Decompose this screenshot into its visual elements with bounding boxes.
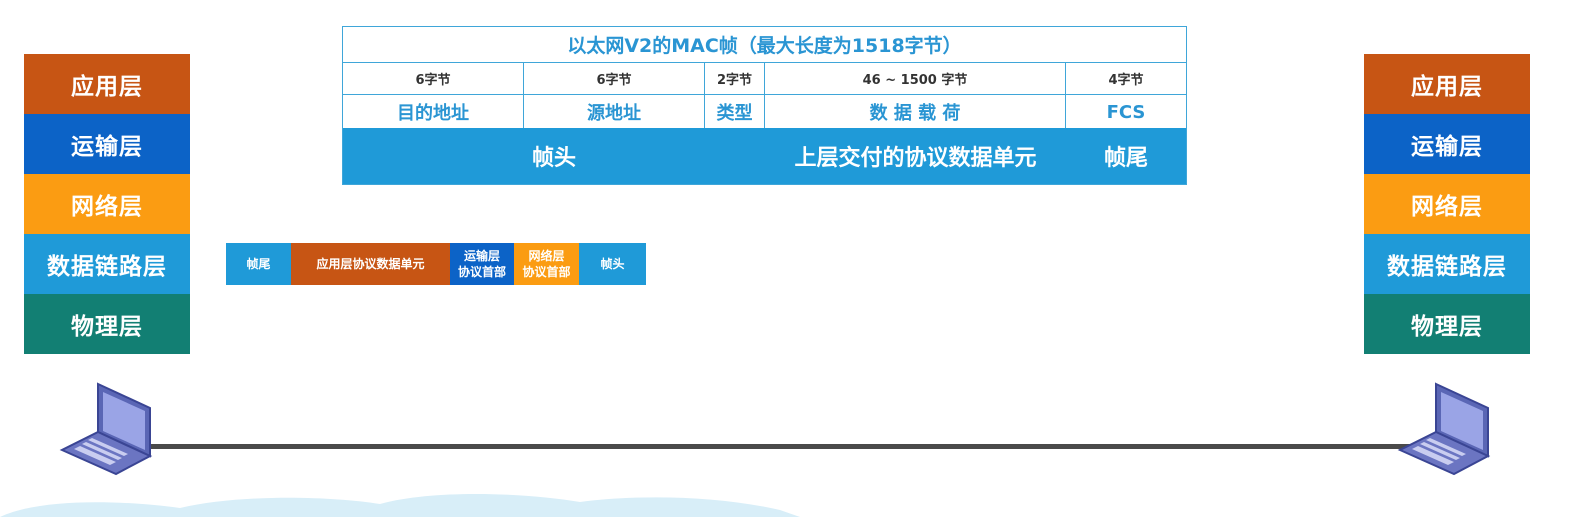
decorative-clouds xyxy=(0,494,800,517)
strip-frame-trailer: 帧尾 xyxy=(226,243,291,285)
right-application-layer: 应用层 xyxy=(1364,54,1530,114)
field-payload: 数 据 载 荷 xyxy=(765,95,1066,129)
field-type: 类型 xyxy=(705,95,765,129)
laptop-icon xyxy=(58,378,158,478)
strip-application-pdu: 应用层协议数据单元 xyxy=(291,243,450,285)
left-datalink-layer: 数据链路层 xyxy=(24,234,190,294)
size-type: 2字节 xyxy=(705,63,765,94)
strip-transport-header-line1: 运输层 xyxy=(463,249,500,263)
left-physical-layer: 物理层 xyxy=(24,294,190,354)
right-network-layer: 网络层 xyxy=(1364,174,1530,234)
band-frame-header: 帧头 xyxy=(531,146,576,171)
field-name-row: 目的地址 源地址 类型 数 据 载 荷 FCS xyxy=(343,95,1186,129)
transmission-link xyxy=(140,444,1430,449)
field-size-row: 6字节 6字节 2字节 46 ~ 1500 字节 4字节 xyxy=(343,63,1186,95)
field-fcs: FCS xyxy=(1106,101,1146,123)
right-transport-layer: 运输层 xyxy=(1364,114,1530,174)
encapsulated-frame: 帧尾 应用层协议数据单元 运输层 协议首部 网络层 协议首部 帧头 xyxy=(226,243,646,285)
strip-transport-header: 运输层 协议首部 xyxy=(450,243,514,285)
size-src-addr: 6字节 xyxy=(524,63,705,94)
laptop-icon xyxy=(1396,378,1496,478)
mac-frame-title: 以太网V2的MAC帧（最大长度为1518字节） xyxy=(343,27,1186,63)
strip-network-header: 网络层 协议首部 xyxy=(514,243,579,285)
right-datalink-layer: 数据链路层 xyxy=(1364,234,1530,294)
right-physical-layer: 物理层 xyxy=(1364,294,1530,354)
size-dest-addr: 6字节 xyxy=(343,63,524,94)
frame-part-band: 帧头 上层交付的协议数据单元 帧尾 xyxy=(343,128,1186,184)
strip-network-header-line1: 网络层 xyxy=(528,249,565,263)
strip-transport-header-line2: 协议首部 xyxy=(457,265,506,279)
right-protocol-stack: 应用层 运输层 网络层 数据链路层 物理层 xyxy=(1364,54,1530,354)
left-transport-layer: 运输层 xyxy=(24,114,190,174)
strip-network-header-line2: 协议首部 xyxy=(522,265,571,279)
left-network-layer: 网络层 xyxy=(24,174,190,234)
band-frame-trailer: 帧尾 xyxy=(1103,146,1148,171)
size-fcs: 4字节 xyxy=(1108,73,1144,88)
field-dest-addr: 目的地址 xyxy=(343,95,524,129)
size-payload: 46 ~ 1500 字节 xyxy=(765,63,1066,94)
left-application-layer: 应用层 xyxy=(24,54,190,114)
band-upper-layer-pdu: 上层交付的协议数据单元 xyxy=(794,146,1037,171)
strip-frame-header: 帧头 xyxy=(579,243,646,285)
field-src-addr: 源地址 xyxy=(524,95,705,129)
left-protocol-stack: 应用层 运输层 网络层 数据链路层 物理层 xyxy=(24,54,190,354)
mac-frame-table: 以太网V2的MAC帧（最大长度为1518字节） 6字节 6字节 2字节 46 ~… xyxy=(342,26,1187,185)
